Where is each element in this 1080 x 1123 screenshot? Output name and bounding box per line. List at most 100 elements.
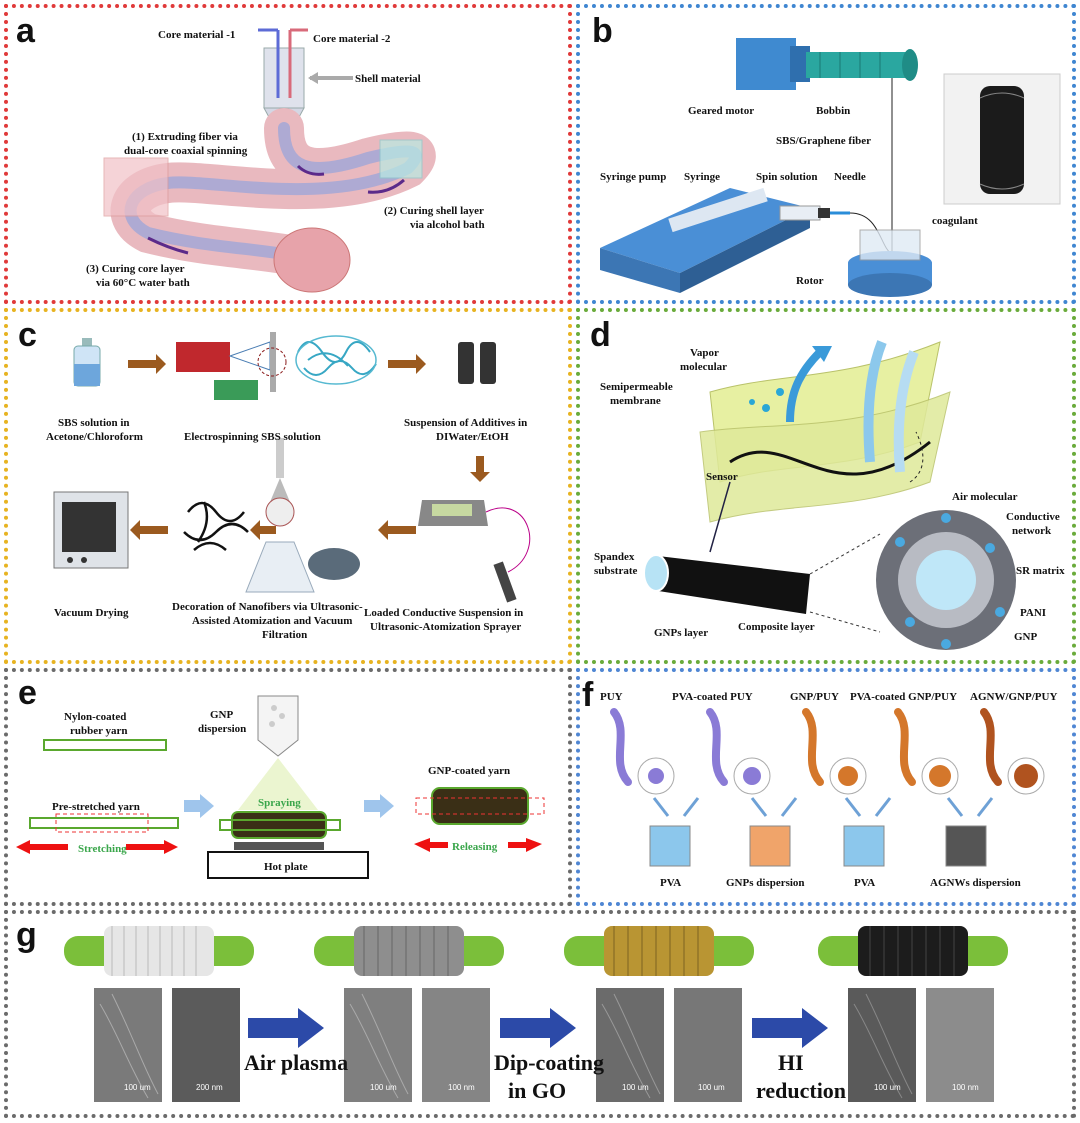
step2-line1: (2) Curing shell layer [384,205,484,217]
conductive-label-1: Conductive [1006,511,1060,523]
panel-c-illustration: SBS solution in Acetone/Chloroform Elect… [46,332,531,641]
suspension-label-2: DIWater/EtOH [436,431,509,443]
semipermeable-label-1: Semipermeable [600,381,673,393]
ultrasonic-sprayer [418,500,531,603]
coated-yarn-label: GNP-coated yarn [428,765,510,777]
panel-a-illustration: Core material -1 Core material -2 Shell … [86,28,485,293]
filtration-flask [245,438,360,593]
suspension-label-1: Suspension of Additives in [404,417,527,429]
rotor-beaker [848,229,932,297]
vacuum-drying-label: Vacuum Drying [54,607,129,619]
electrospinning-setup [176,332,287,400]
cross-section-circle [876,510,1016,650]
suspension-vials [458,342,496,384]
nylon-yarn [43,739,167,751]
step-dip-coating-1: Dip-coating [494,1050,604,1075]
spraying-yarn [219,811,341,839]
gnps-layer-label: GNPs layer [654,627,708,639]
beaker-label-1: PVA [660,877,681,889]
nylon-label-1: Nylon-coated [64,711,126,723]
scale-bar-4: 100 nm [448,1083,475,1092]
coated-yarn [415,787,545,825]
panel-d: d Vapor m [576,308,1076,664]
shell-material-label: Shell material [355,73,421,85]
step3-line1: (3) Curing core layer [86,263,185,275]
pre-stretched-label: Pre-stretched yarn [52,801,140,813]
composite-layer-label: Composite layer [738,621,815,633]
gnp-dispersion-label-1: GNP [210,709,234,721]
releasing-label: Releasing [452,841,498,853]
panel-c: c [4,308,572,664]
bobbin-label: Bobbin [816,105,850,117]
panel-b: b [576,4,1076,304]
coagulant-label: coagulant [932,215,978,227]
step-air-plasma: Air plasma [244,1050,348,1075]
composite-fiber [643,481,881,633]
yarn-label-2: PVA-coated PUY [672,691,753,703]
beaker-label-2: GNPs dispersion [726,877,805,889]
decoration-label-3: Filtration [262,629,307,641]
pani-label: PANI [1020,607,1046,619]
panel-f: f PUY PVA-coated PUY GNP/PUY [576,668,1076,906]
process-arrows [652,797,994,817]
beaker-label-4: AGNWs dispersion [930,877,1021,889]
release-arrow-left [414,838,448,852]
step-hi-reduction-2: reduction [756,1078,846,1103]
beaker-label-3: PVA [854,877,875,889]
bobbin [806,49,918,81]
scale-bar-6: 100 um [698,1083,725,1092]
yarn-label-4: PVA-coated GNP/PUY [850,691,957,703]
step2-line2: via alcohol bath [410,219,485,231]
syringe [779,205,893,255]
electrospinning-label: Electrospinning SBS solution [184,431,321,443]
spandex-label-1: Spandex [594,551,635,563]
panel-f-illustration: PUY PVA-coated PUY GNP/PUY PVA-coated GN… [600,691,1057,889]
vapor-label-1: Vapor [690,347,719,359]
arrow-3 [470,456,490,482]
pre-stretched-yarn [29,813,179,833]
core-material-1-label: Core material -1 [158,29,235,41]
arrow-6 [130,520,168,540]
yarn-stage-3 [564,926,754,976]
panel-b-illustration: Geared motor Bobbin SBS/Graphene fiber S… [600,38,1061,297]
spray-nozzle [238,695,318,810]
membrane-sheets [699,341,951,523]
yarn-stage-4 [818,926,1008,976]
syringe-label: Syringe [684,171,720,183]
panel-e-illustration: Nylon-coated rubber yarn Pre-stretched y… [16,695,545,879]
step3-line2: via 60°C water bath [96,277,190,289]
nylon-label-2: rubber yarn [70,725,128,737]
panel-a-label: a [16,12,35,50]
nanofiber-cluster [295,335,377,385]
yarn-label-5: AGNW/GNP/PUY [970,691,1057,703]
panel-d-label: d [590,316,611,354]
core-material-2-label: Core material -2 [313,33,391,45]
scale-bar-2: 200 nm [196,1083,223,1092]
stretch-arrow-right [126,840,178,854]
coaxial-fiber [103,108,436,293]
yarn-photo [943,73,1061,205]
conductive-label-2: network [1012,525,1052,537]
decoration-label-1: Decoration of Nanofibers via Ultrasonic- [172,601,363,613]
coaxial-nozzle [258,28,353,131]
arrow-1 [128,354,166,374]
sbs-label-1: SBS solution in [58,417,130,429]
vapor-label-2: molecular [680,361,727,373]
flow-arrow-2 [364,794,394,818]
panel-a: a Core material -1 Core material -2 Shel… [4,4,572,304]
syringe-pump [600,187,810,293]
scale-bar-3: 100 um [370,1083,397,1092]
yarn-stage-2 [314,926,504,976]
sbs-label-2: Acetone/Chloroform [46,431,143,443]
loaded-label-2: Ultrasonic-Atomization Sprayer [370,621,521,633]
panel-g-label: g [16,916,37,954]
scale-bar-8: 100 nm [952,1083,979,1092]
geared-motor-label: Geared motor [688,105,754,117]
hot-plate [207,842,369,879]
rotor-label: Rotor [796,275,824,287]
step1-line1: (1) Extruding fiber via [132,131,238,143]
needle-label: Needle [834,171,866,183]
air-molecular-label: Air molecular [952,491,1018,503]
geared-motor [736,38,810,90]
hot-plate-label: Hot plate [264,861,308,873]
